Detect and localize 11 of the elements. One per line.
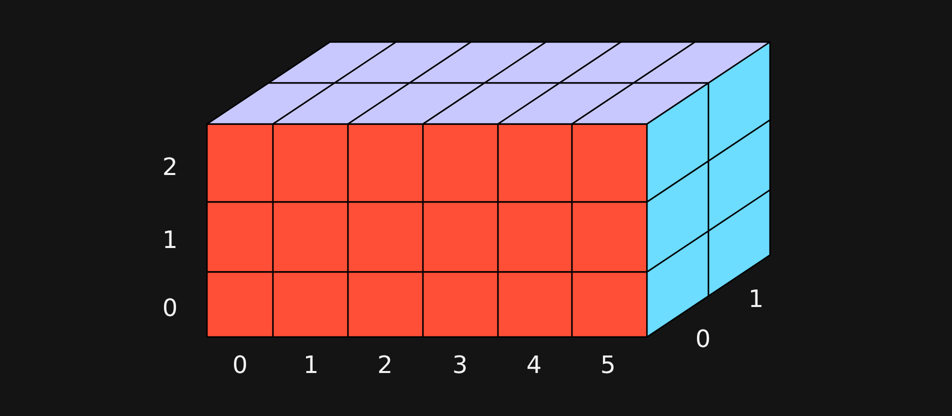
column-index-label: 1 bbox=[303, 352, 319, 378]
column-index-label: 2 bbox=[377, 352, 393, 378]
column-index-label: 5 bbox=[600, 352, 616, 378]
column-index-label: 0 bbox=[232, 352, 248, 378]
depth-index-label: 1 bbox=[748, 286, 764, 312]
row-index-label: 1 bbox=[162, 227, 178, 253]
row-index-label: 0 bbox=[162, 295, 178, 321]
depth-index-label: 0 bbox=[695, 326, 711, 352]
column-index-label: 3 bbox=[452, 352, 468, 378]
column-index-label: 4 bbox=[526, 352, 542, 378]
row-index-label: 2 bbox=[162, 154, 178, 180]
